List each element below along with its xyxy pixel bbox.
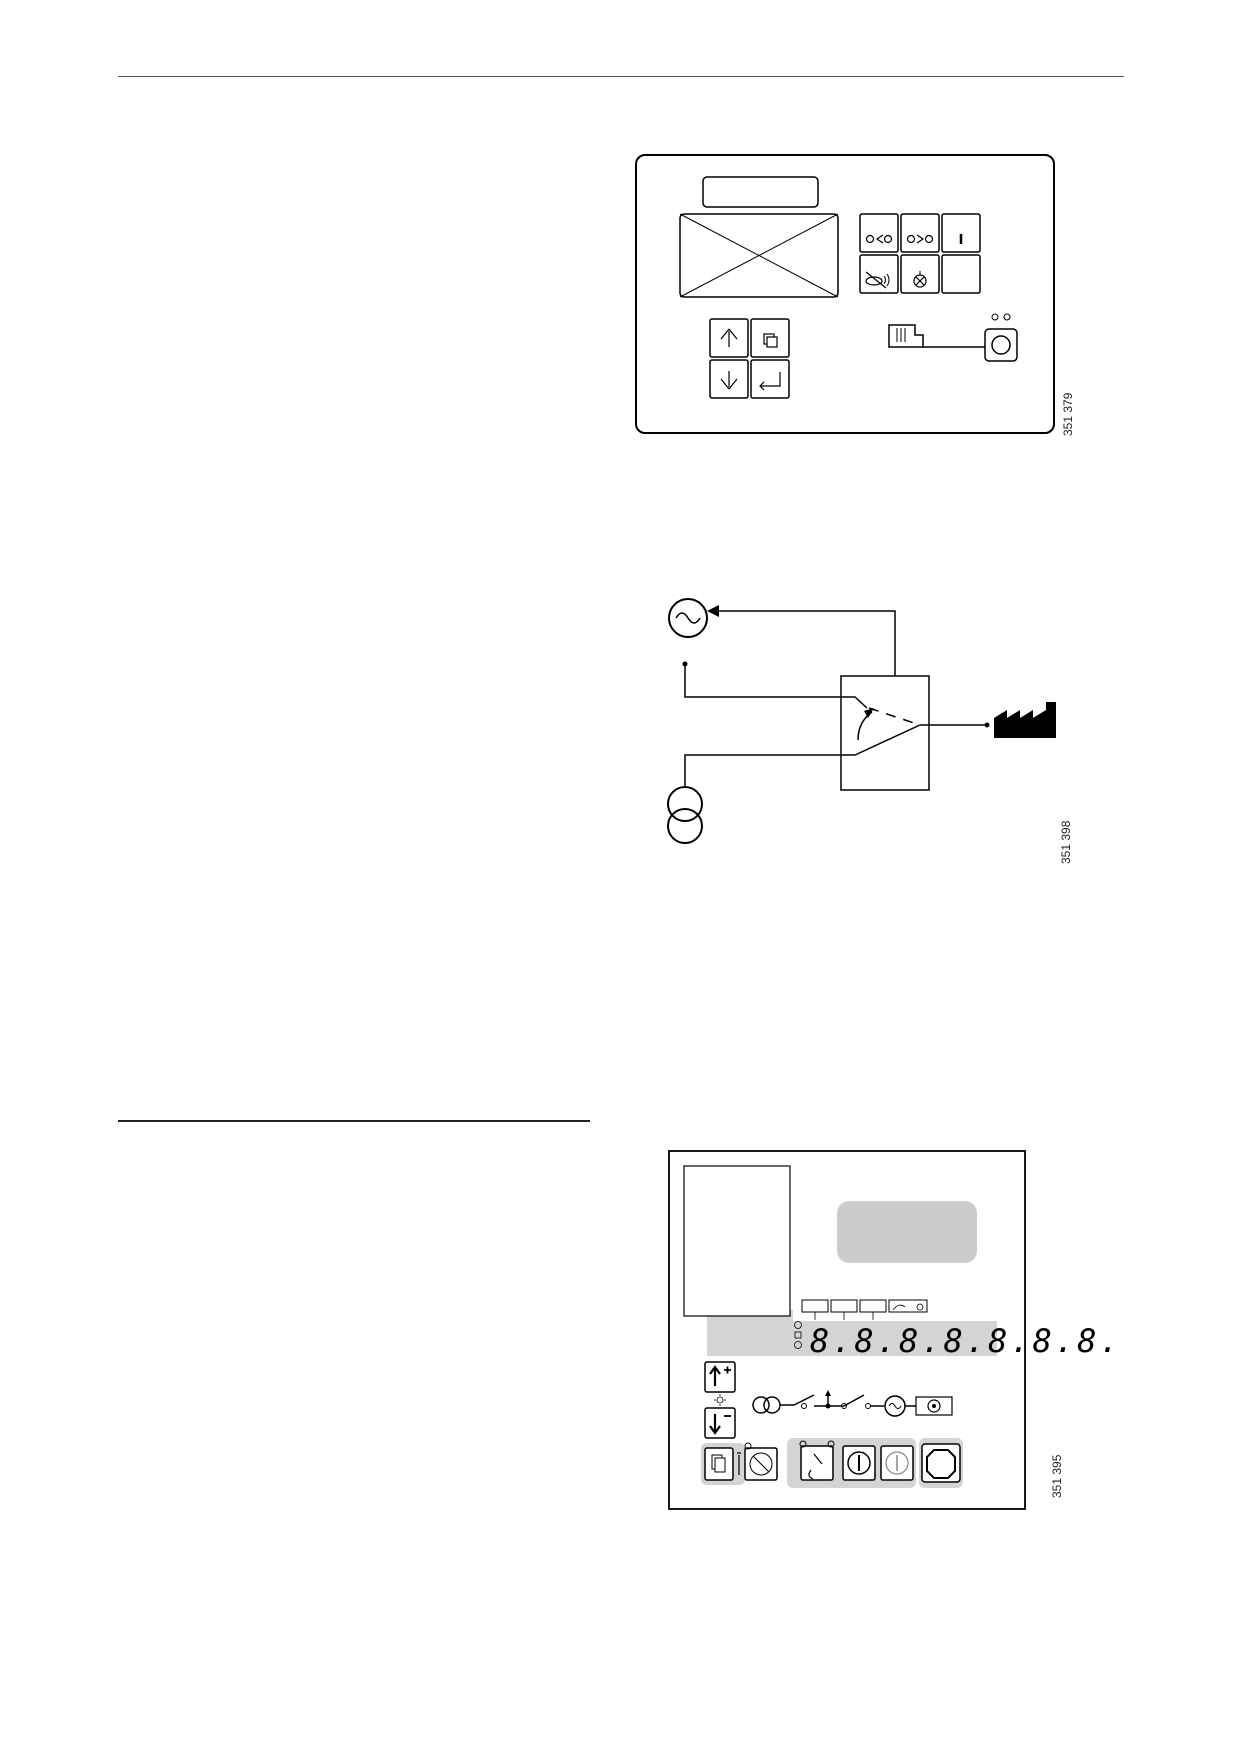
stop-button[interactable] <box>921 1443 961 1483</box>
section-rule <box>118 1120 590 1122</box>
ats-panel-drawing: 8.8.8.8.8.8.8. <box>668 1150 1119 1510</box>
start-button[interactable] <box>941 213 981 253</box>
generator-on-button[interactable] <box>880 1445 914 1481</box>
figure-id: 351 379 <box>1061 392 1075 436</box>
header-rule <box>118 76 1124 77</box>
mute-button[interactable] <box>744 1442 778 1481</box>
arrow-down-button[interactable] <box>709 359 749 399</box>
manual-mode-button[interactable] <box>799 1440 835 1481</box>
display-placeholder <box>679 213 839 298</box>
blank-button[interactable] <box>941 254 981 294</box>
figure-transfer-schematic: 351 398 <box>655 590 1075 880</box>
factory-icon <box>994 702 1056 738</box>
figure-id: 351 398 <box>1059 820 1073 864</box>
generator-icon <box>668 598 708 638</box>
figure-ats-panel: 8.8.8.8.8.8.8. <box>668 1150 1119 1512</box>
mains-on-button[interactable] <box>842 1445 876 1481</box>
page-button[interactable] <box>750 318 790 358</box>
control-panel-drawing <box>635 154 1055 434</box>
text-display <box>837 1201 977 1263</box>
horn-silence-button[interactable] <box>859 254 899 294</box>
brightness-down-button[interactable] <box>704 1407 736 1439</box>
breaker-open-button[interactable] <box>859 213 899 253</box>
figure-id: 351 395 <box>1050 1454 1064 1498</box>
transformer-icon <box>667 786 703 844</box>
segment-digits: 8.8.8.8.8.8.8. <box>810 1322 1122 1360</box>
figure-control-panel: 351 379 <box>635 154 1075 436</box>
wrench-icon <box>737 1452 741 1475</box>
breaker-close-button[interactable] <box>900 213 940 253</box>
lamp-test-button[interactable] <box>900 254 940 294</box>
label-window <box>683 1165 791 1317</box>
arrow-up-button[interactable] <box>709 318 749 358</box>
enter-button[interactable] <box>750 359 790 399</box>
menu-button[interactable] <box>704 1447 734 1481</box>
brightness-icon <box>714 1394 726 1406</box>
mimic-diagram <box>752 1390 953 1417</box>
key-switch-button[interactable] <box>984 313 1018 362</box>
seven-segment-display: 8.8.8.8.8.8.8. <box>794 1321 1122 1360</box>
transfer-switch-box <box>840 675 930 791</box>
brightness-up-button[interactable] <box>704 1361 736 1393</box>
transfer-schematic-drawing <box>667 598 1056 844</box>
mode-selector[interactable] <box>888 324 985 348</box>
